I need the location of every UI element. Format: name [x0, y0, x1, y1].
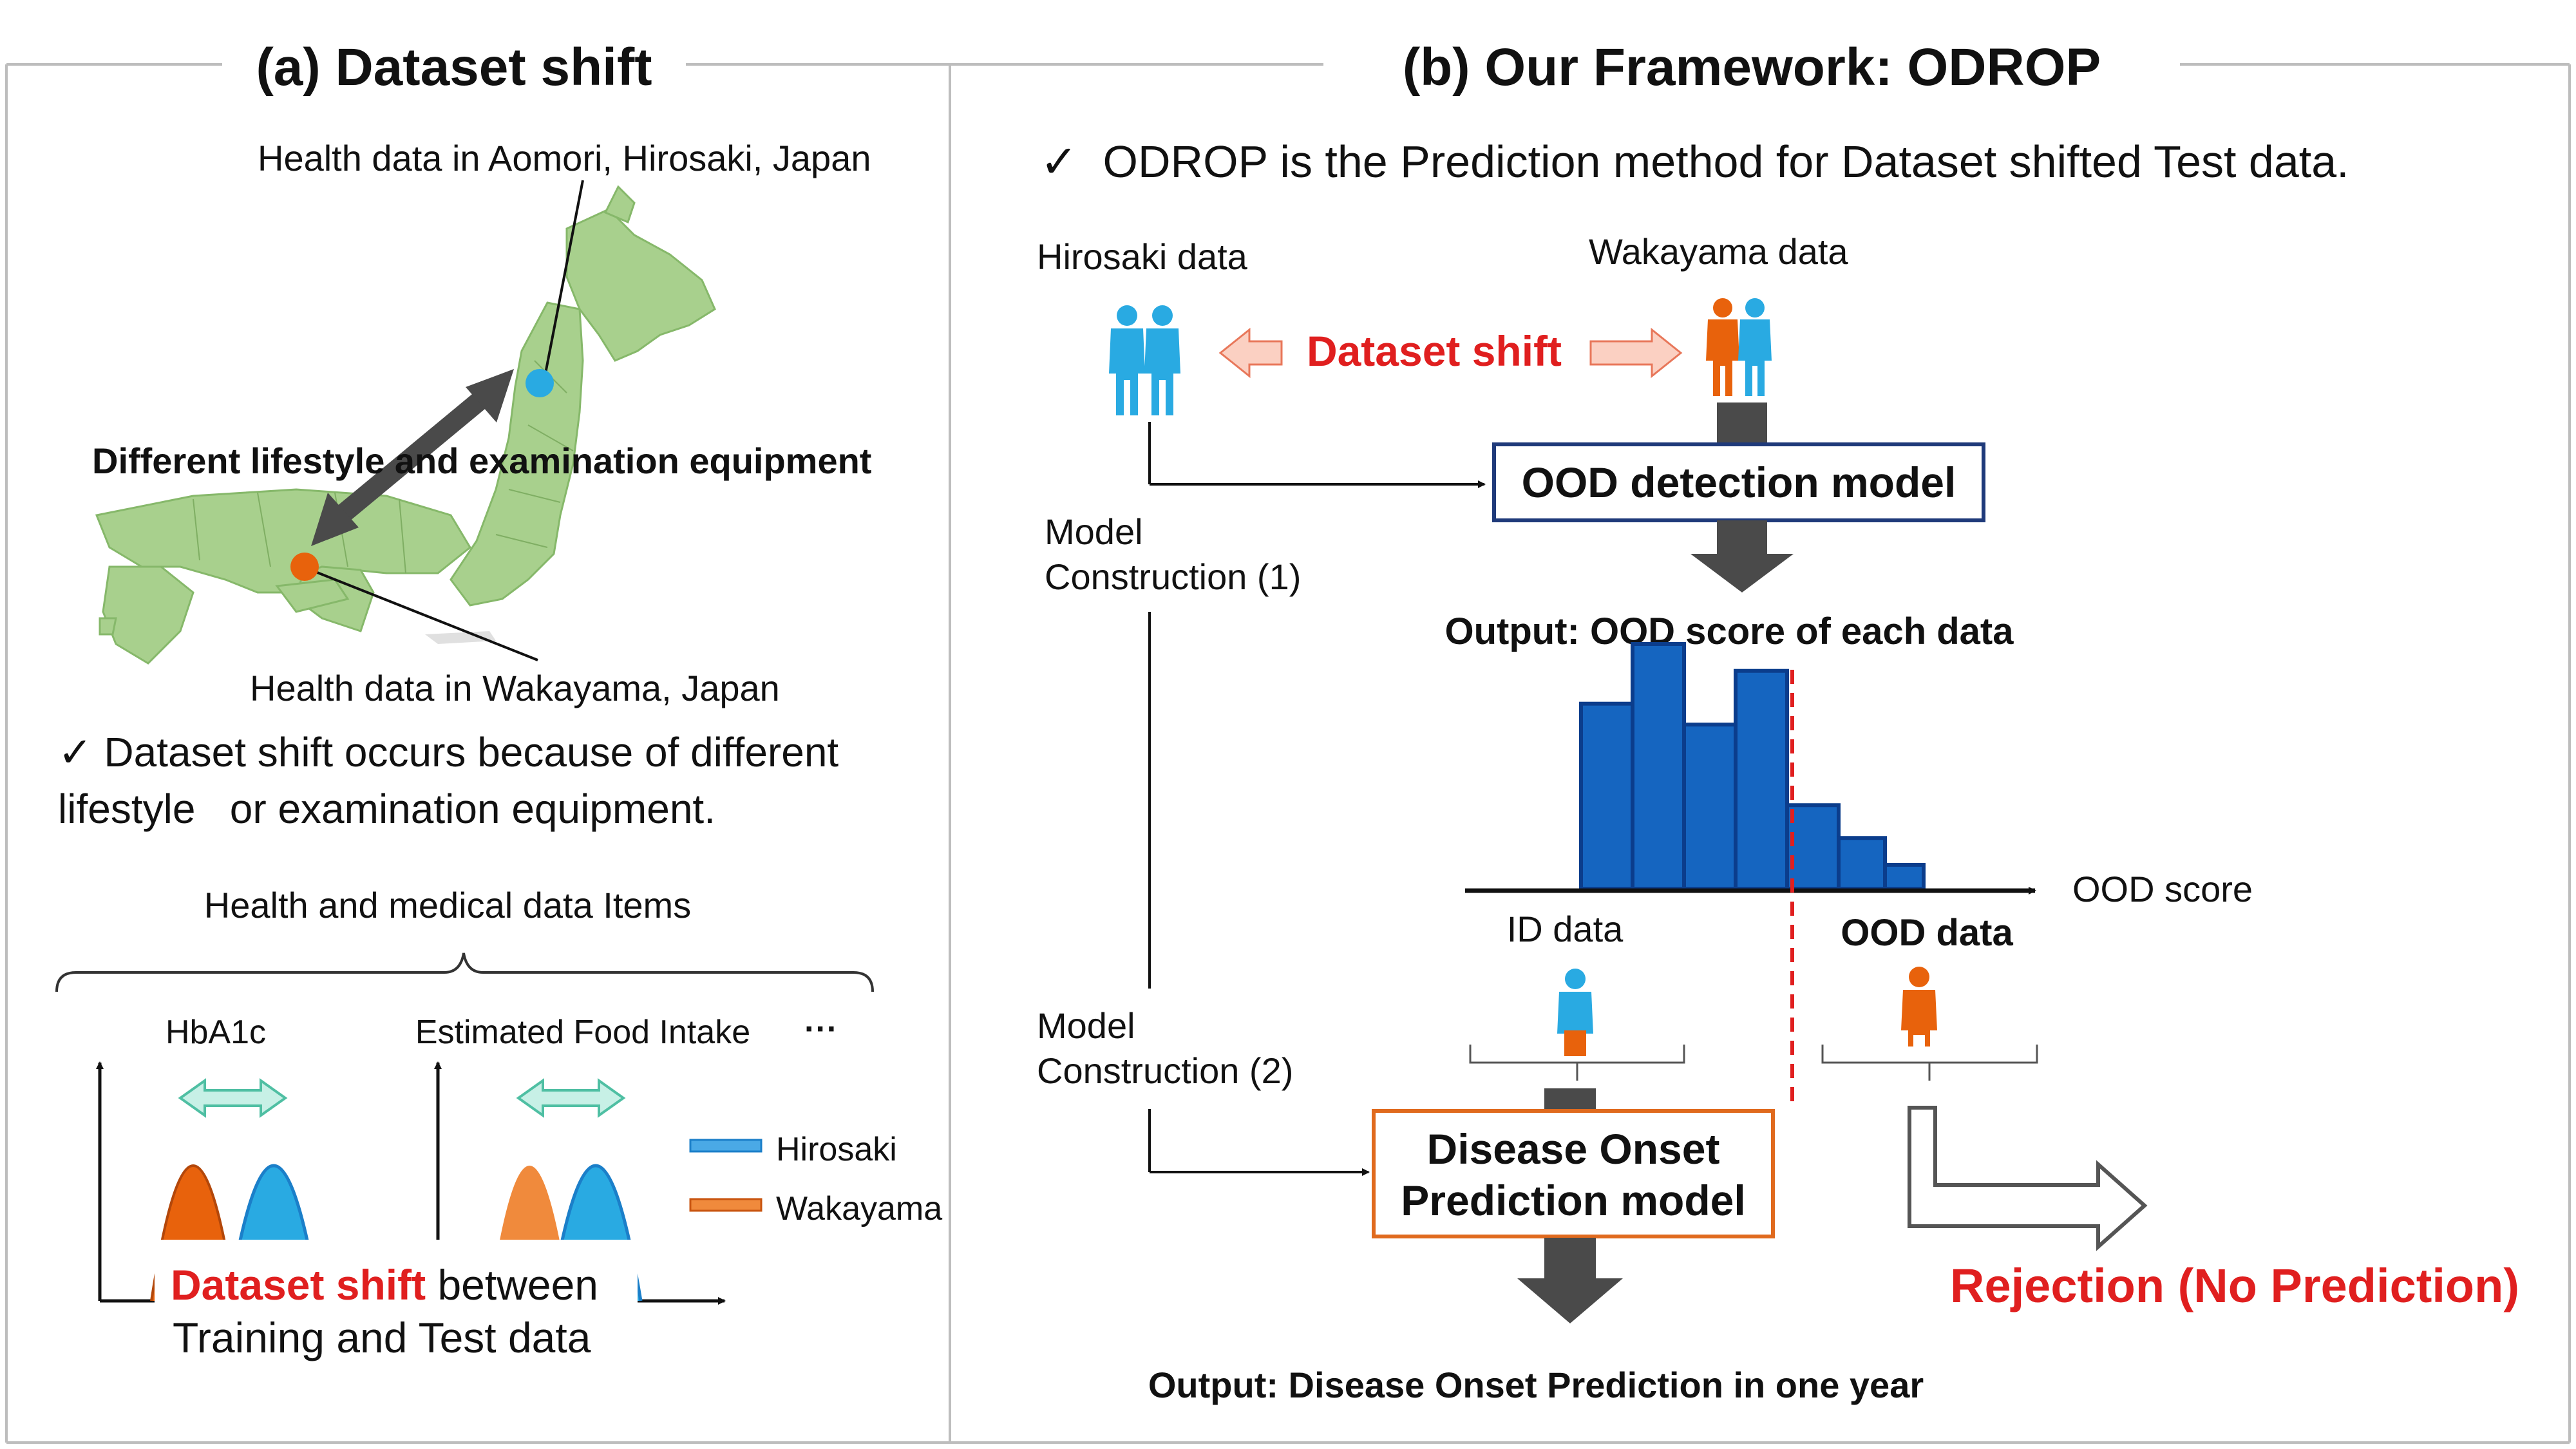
panel-b-title: (b) Our Framework: ODROP	[1403, 38, 2101, 97]
model-construction-1b: Construction (1)	[1045, 556, 1301, 597]
dataset-shift-arrows	[1218, 327, 1683, 379]
histogram-bar	[1883, 862, 1926, 891]
item-more: ···	[804, 1010, 838, 1048]
item-food-intake: Estimated Food Intake	[415, 1014, 750, 1051]
output-prediction: Output: Disease Onset Prediction in one …	[1148, 1365, 1924, 1405]
output-ood-score: Output: OOD score of each data	[1445, 611, 2014, 652]
shift-caption-rest: between	[426, 1261, 598, 1309]
prediction-model-label-2: Prediction model	[1401, 1177, 1745, 1224]
hirosaki-data-label: Hirosaki data	[1037, 236, 1248, 277]
wakayama-data-label: Wakayama data	[1589, 231, 1848, 272]
legend-hirosaki-swatch	[689, 1139, 762, 1153]
rejection-label: Rejection (No Prediction)	[1950, 1259, 2519, 1312]
ood-data-label: OOD data	[1841, 912, 2013, 954]
wakayama-dot	[290, 553, 319, 581]
shift-caption-line-2: Training and Test data	[173, 1314, 591, 1361]
label-wakayama: Health data in Wakayama, Japan	[250, 668, 780, 708]
hirosaki-dot	[526, 369, 554, 397]
histogram-bar	[1785, 803, 1841, 891]
shift-caption-box	[155, 1240, 638, 1381]
ood-histogram	[1579, 642, 1926, 891]
model-construction-1a: Model	[1045, 511, 1143, 552]
pointer-aomori	[543, 180, 584, 381]
legend-wakayama: Wakayama	[776, 1190, 942, 1227]
ood-score-axis-label: OOD score	[2072, 869, 2253, 909]
ood-detection-model-box	[1492, 442, 1985, 522]
model-construction-2a: Model	[1037, 1005, 1135, 1046]
model-construction-2b: Construction (2)	[1037, 1050, 1293, 1091]
map-neighbor-shape	[425, 631, 496, 644]
japan-map	[95, 185, 716, 665]
ood-person-icon	[1901, 967, 1937, 1046]
legend-wakayama-swatch	[689, 1198, 762, 1212]
shift-caption-red: Dataset shift	[171, 1261, 426, 1309]
items-brace	[55, 952, 874, 992]
histogram-bar	[1734, 668, 1789, 891]
panel-frames	[5, 63, 2571, 1444]
ood-brace	[1821, 1045, 2038, 1081]
histogram-bar	[1631, 642, 1686, 891]
construction-lines	[1148, 422, 1486, 1176]
prediction-model-box	[1372, 1109, 1775, 1238]
panel-b-check: ✓ ODROP is the Prediction method for Dat…	[1040, 137, 2349, 187]
id-brace	[1469, 1045, 1685, 1081]
histogram-bar	[1579, 701, 1634, 891]
legend-hirosaki: Hirosaki	[776, 1131, 897, 1168]
label-lifestyle: Different lifestyle and examination equi…	[92, 440, 871, 481]
legend: Hirosaki Wakayama	[689, 1131, 942, 1227]
map-prefecture-lines	[193, 360, 574, 574]
lifestyle-double-arrow	[311, 369, 514, 546]
ood-detection-model-label: OOD detection model	[1522, 459, 1956, 506]
check-line-2: lifestyle or examination equipment.	[58, 786, 715, 832]
panel-a-title: (a) Dataset shift	[256, 38, 652, 97]
check-line-1: ✓ Dataset shift occurs because of differ…	[58, 729, 838, 775]
teal-shift-arrows	[178, 1078, 626, 1118]
arrow-prediction-to-output	[1517, 1238, 1623, 1323]
wakayama-people-icon	[1706, 298, 1772, 396]
id-data-label: ID data	[1507, 909, 1624, 949]
rejection-arrow	[1908, 1106, 2148, 1251]
histogram-bar	[1682, 723, 1738, 891]
prediction-model-label-1: Disease Onset	[1427, 1125, 1720, 1173]
items-title: Health and medical data Items	[204, 885, 691, 925]
arrow-wakayama-to-ood	[1717, 402, 1767, 444]
item-hba1c: HbA1c	[166, 1014, 266, 1051]
id-person-icon	[1557, 969, 1593, 1056]
shift-caption-line-1: Dataset shift between	[171, 1261, 598, 1309]
hirosaki-people-icon	[1109, 305, 1180, 415]
histogram-bar	[1837, 836, 1887, 891]
label-aomori: Health data in Aomori, Hirosaki, Japan	[258, 138, 871, 178]
dataset-shift-label: Dataset shift	[1307, 327, 1562, 375]
pointer-wakayama	[302, 565, 538, 661]
arrow-ood-to-output	[1690, 520, 1794, 592]
